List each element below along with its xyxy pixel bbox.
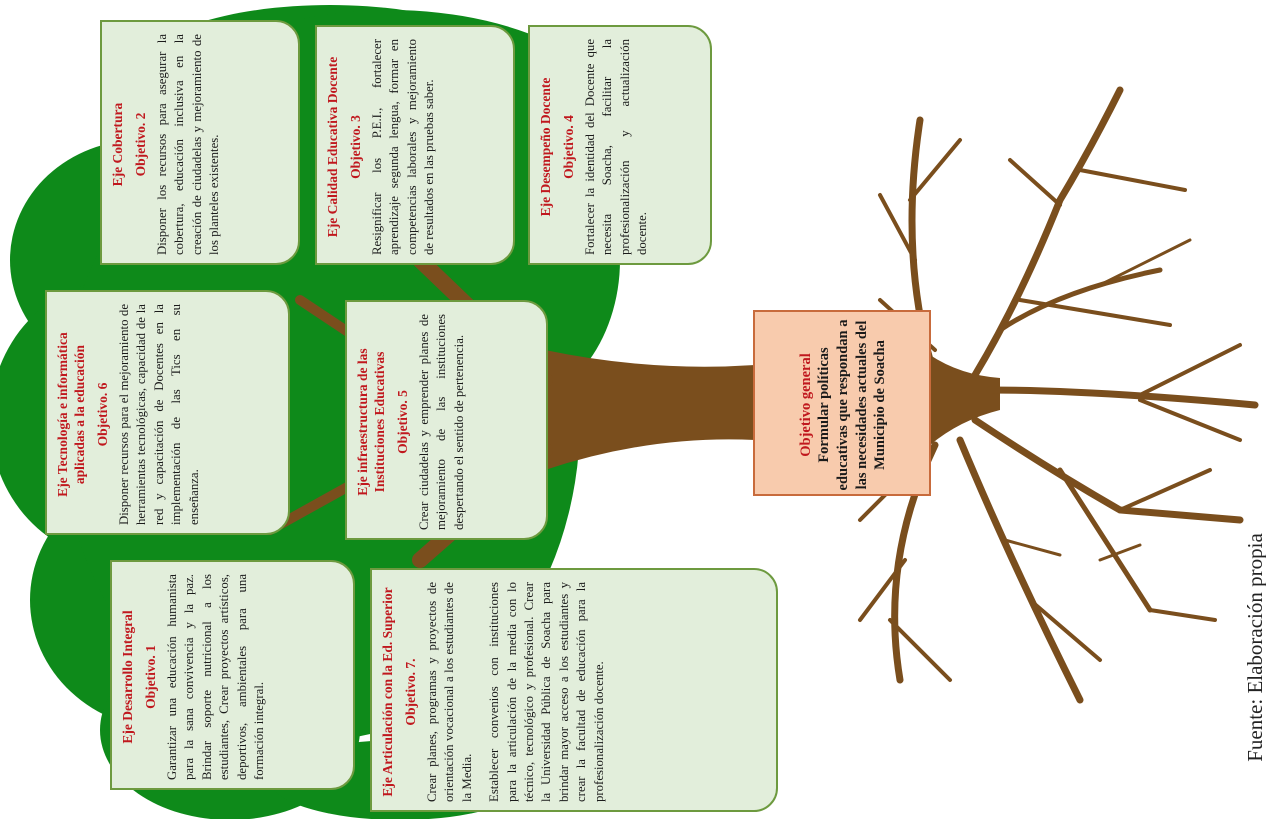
- card-title: Eje Articulación con la Ed. Superior: [380, 587, 395, 797]
- card-eje-infraestructura: Eje infraestructura de las Instituciones…: [345, 300, 548, 540]
- card-eje-articulacion: Eje Articulación con la Ed. Superior Obj…: [370, 568, 778, 812]
- card-text: Disponer recursos para el mejoramiento d…: [116, 304, 201, 525]
- card-title: Eje Tecnología e informática aplicadas a…: [55, 332, 87, 497]
- card-title: Eje infraestructura de las Instituciones…: [355, 348, 387, 496]
- card-title: Eje Calidad Educativa Docente: [325, 56, 340, 238]
- card-objective: Objetivo. 1: [142, 645, 158, 709]
- card-eje-tecnologia: Eje Tecnología e informática aplicadas a…: [45, 290, 290, 535]
- general-objective-title: Objetivo general: [797, 353, 814, 457]
- card-text-2: Establecer convenios con instituciones p…: [487, 582, 606, 802]
- card-objective: Objetivo. 5: [394, 390, 410, 454]
- card-eje-cobertura: Eje Cobertura Objetivo. 2 Disponer los r…: [100, 20, 300, 265]
- card-eje-desempeno: Eje Desempeño Docente Objetivo. 4 Fortal…: [528, 25, 712, 265]
- card-objective: Objetivo. 4: [560, 115, 576, 179]
- card-objective: Objetivo. 2: [132, 112, 148, 177]
- general-objective-text: Formular políticas educativas que respon…: [815, 319, 889, 491]
- card-text: Crear planes, programas y proyectos de o…: [425, 582, 474, 802]
- card-title: Eje Cobertura: [110, 102, 125, 187]
- card-eje-calidad: Eje Calidad Educativa Docente Objetivo. …: [315, 25, 515, 265]
- card-text: Disponer los recursos para asegurar la c…: [155, 34, 222, 255]
- card-objective: Objetivo. 6: [94, 382, 110, 447]
- card-title: Eje Desempeño Docente: [538, 77, 553, 217]
- card-objective: Objetivo. 7.: [402, 658, 418, 726]
- card-text: Garantizar una educación humanista para …: [165, 574, 267, 780]
- tree-branches: [858, 86, 1259, 704]
- source-caption: Fuente: Elaboración propia: [1242, 533, 1266, 762]
- card-text: Crear ciudadelas y emprender planes de m…: [416, 314, 466, 530]
- general-objective-box: Objetivo general Formular políticas educ…: [753, 310, 931, 496]
- card-objective: Objetivo. 3: [347, 115, 363, 179]
- card-text: Fortalecer la identidad del Docente que …: [583, 39, 650, 255]
- card-eje-desarrollo: Eje Desarrollo Integral Objetivo. 1 Gara…: [110, 560, 355, 790]
- card-title: Eje Desarrollo Integral: [120, 610, 135, 744]
- card-text: Resignificar los P.E.I., fortalecer apre…: [370, 39, 437, 255]
